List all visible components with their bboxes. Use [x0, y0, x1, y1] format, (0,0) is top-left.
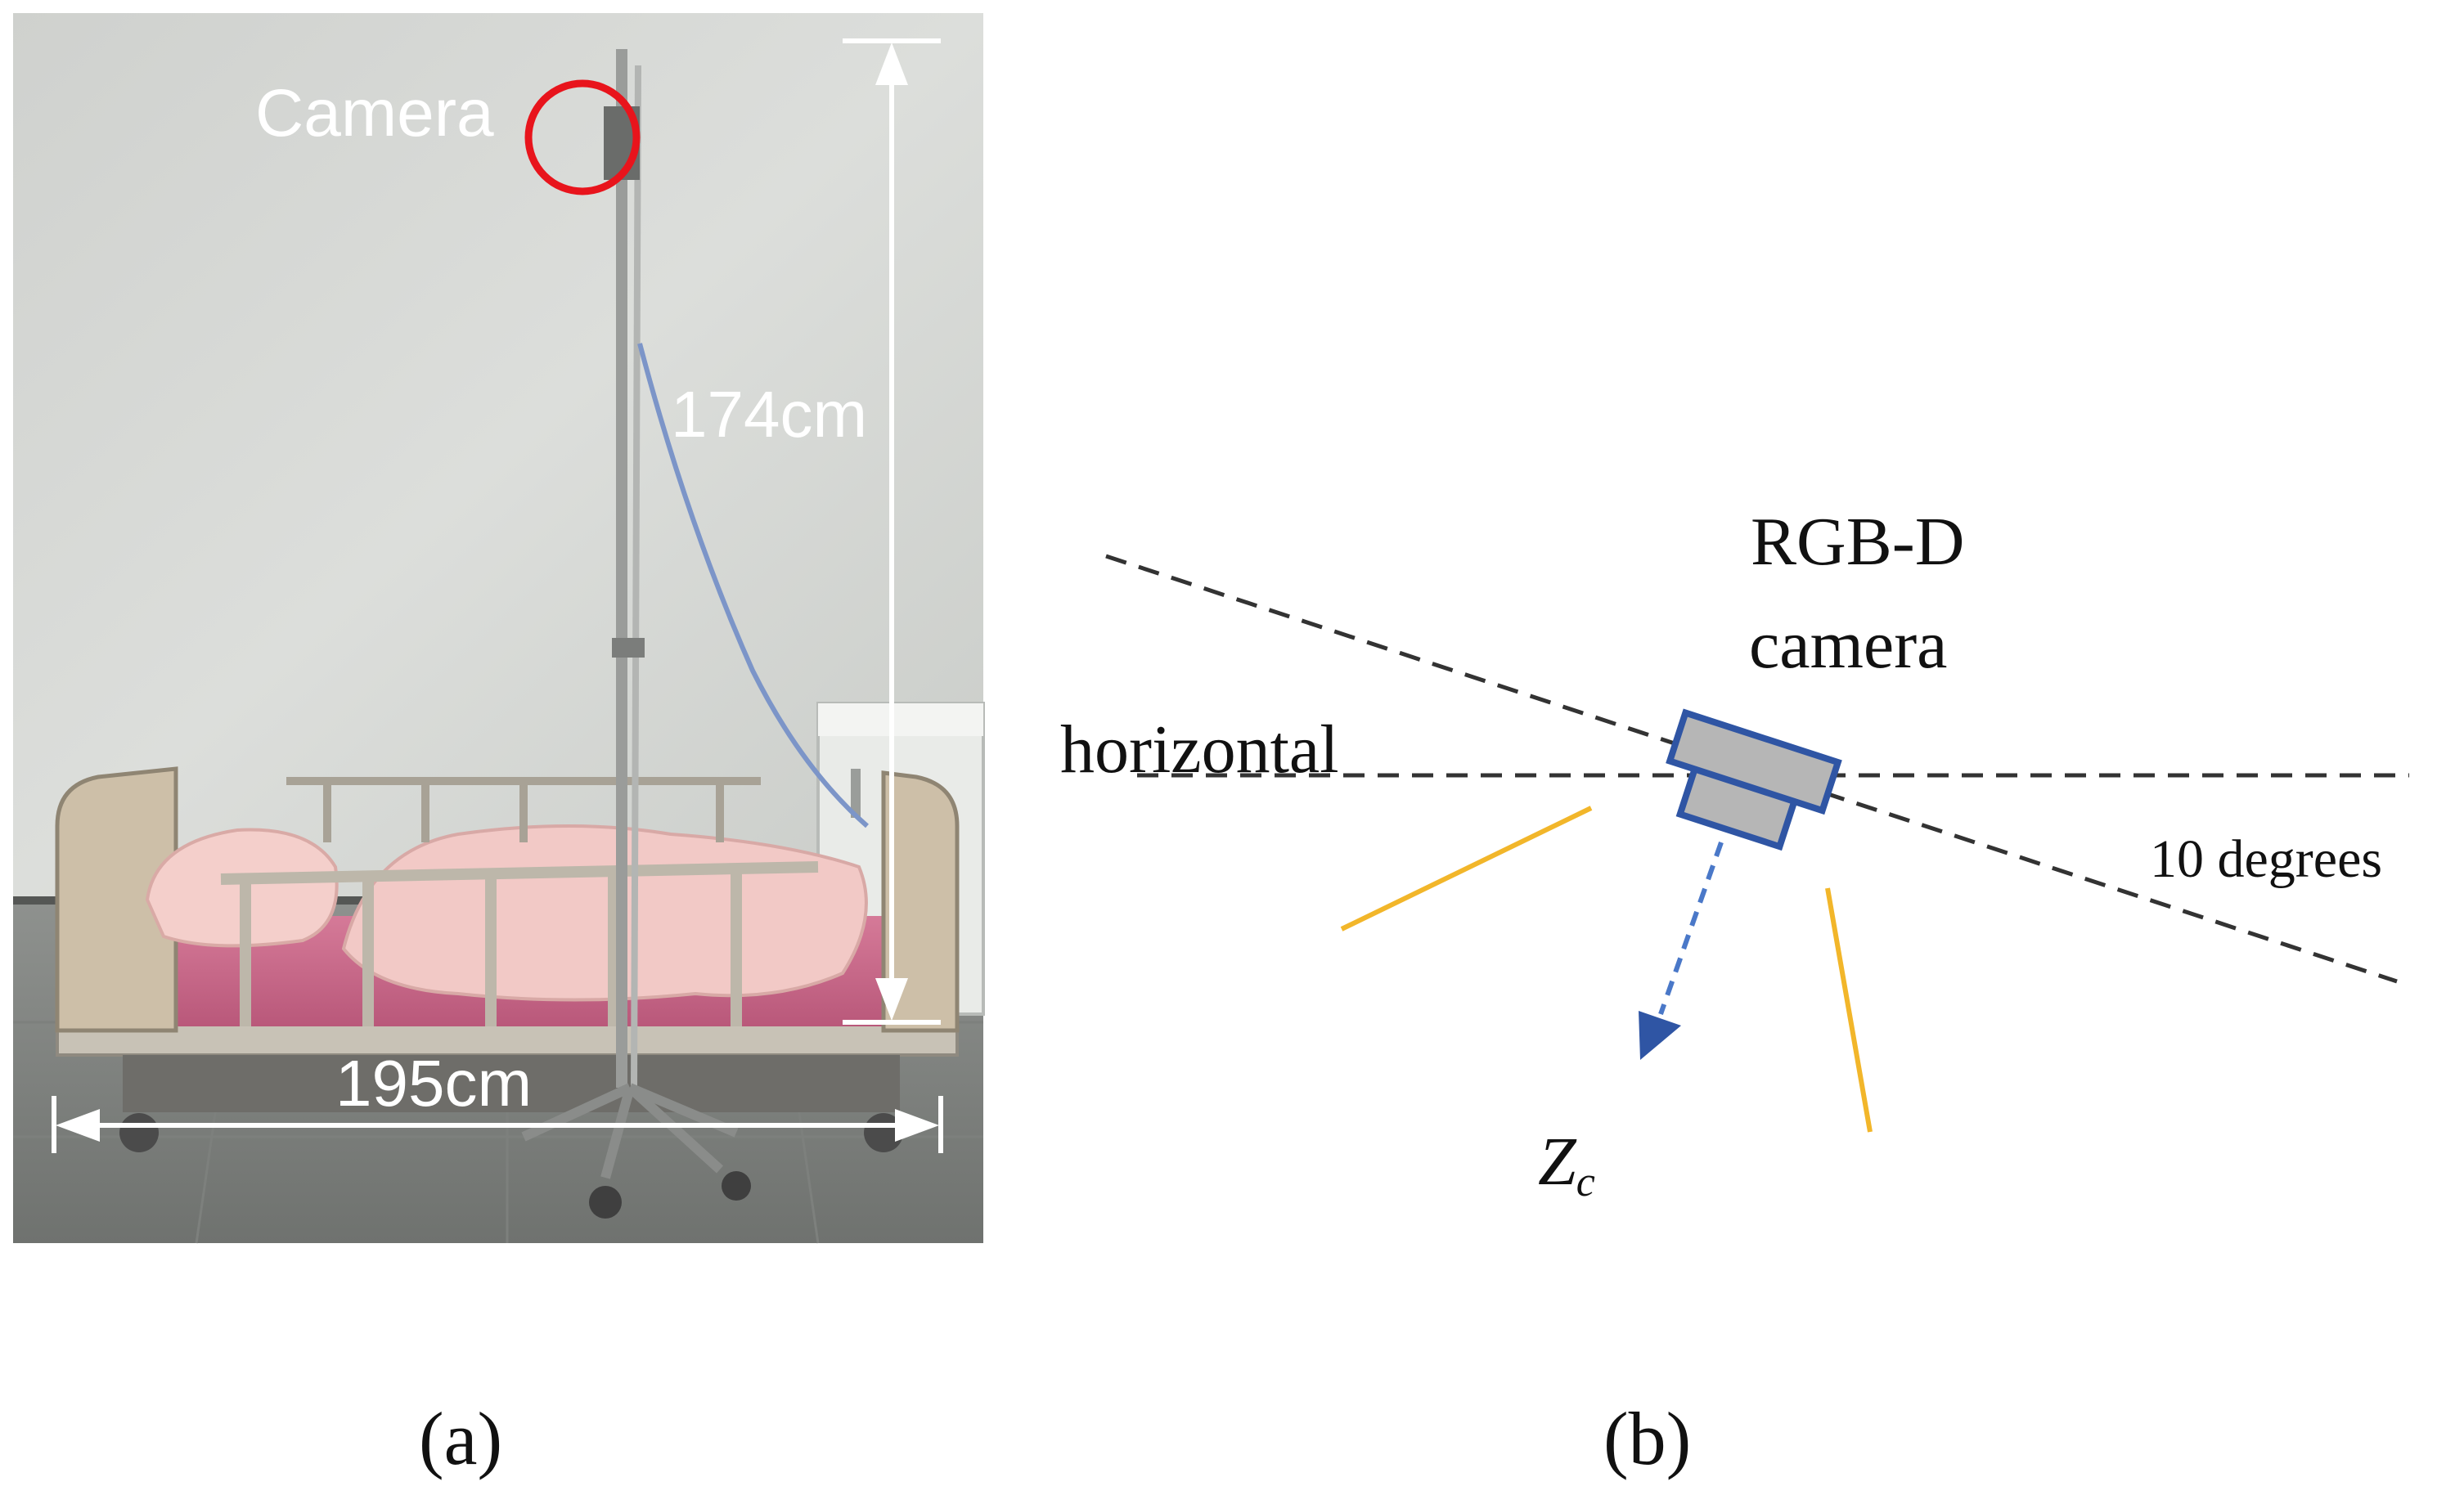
height-dimension	[843, 38, 941, 1025]
panel-a-photo: Camera 174cm 195cm	[13, 13, 985, 1244]
panel-b-diagram: RGB-D camera horizontal 10 degrees Zc	[1060, 504, 2409, 1205]
field-of-view-right-edge	[1825, 887, 1873, 1133]
iv-pole	[521, 49, 869, 1219]
angle-label: 10 degrees	[2150, 829, 2382, 889]
depth-axis-arrowhead	[1639, 1011, 1681, 1060]
headboard	[55, 766, 178, 1033]
camera-title-line1: RGB-D	[1751, 504, 1964, 580]
depth-axis-subscript: c	[1576, 1159, 1595, 1205]
depth-axis-letter: Z	[1538, 1124, 1577, 1200]
caption-b: (b)	[1603, 1397, 1691, 1480]
hospital-bed	[55, 766, 960, 1152]
iv-pole-base	[521, 1083, 739, 1179]
front-side-rail	[220, 861, 819, 1026]
height-label: 174cm	[671, 378, 867, 451]
field-of-view-left-edge	[1340, 806, 1593, 932]
bed-undercarriage	[123, 1055, 900, 1112]
blanket	[341, 824, 868, 1002]
width-label: 195cm	[335, 1047, 532, 1120]
rgbd-camera-icon	[1666, 708, 1842, 851]
tilted-axis-line	[1105, 554, 2398, 984]
depth-axis-label: Zc	[1538, 1124, 1595, 1205]
camera-body	[1666, 708, 1842, 815]
footboard	[881, 770, 960, 1033]
camera-marker-circle	[524, 79, 641, 195]
camera-title-line2: camera	[1749, 607, 1947, 683]
depth-axis-arrow-shaft	[1658, 842, 1724, 1015]
horizontal-label: horizontal	[1060, 712, 1339, 788]
camera-label: Camera	[255, 76, 494, 150]
caption-a: (a)	[419, 1397, 502, 1480]
width-dimension	[52, 1096, 943, 1153]
